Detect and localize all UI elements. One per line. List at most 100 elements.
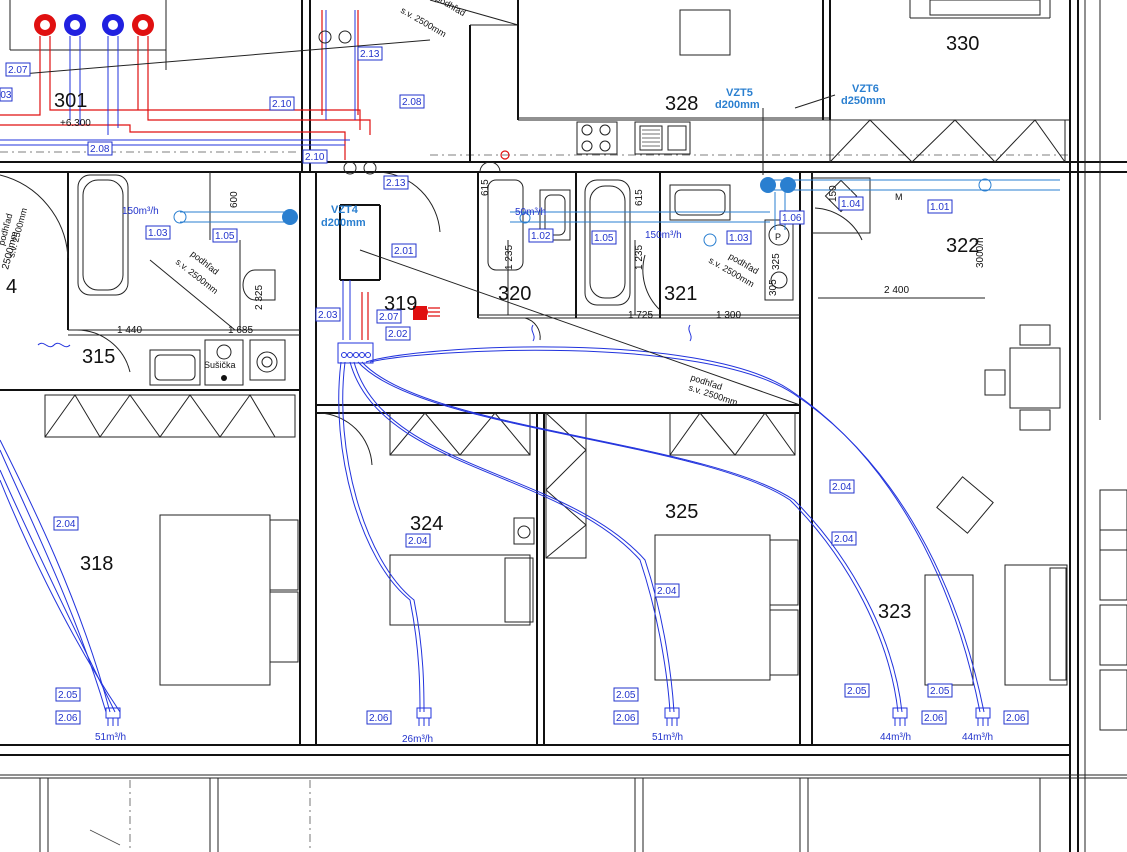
room-325: 325: [665, 501, 698, 523]
airflow-51-b: 51m³/h: [652, 732, 683, 743]
room-330: 330: [946, 33, 979, 55]
room-321: 321: [664, 283, 697, 305]
room-328: 328: [665, 93, 698, 115]
airflow-26: 26m³/h: [402, 734, 433, 745]
airflow-51-a: 51m³/h: [95, 732, 126, 743]
svg-text:1 235: 1 235: [634, 245, 645, 270]
svg-text:2.04: 2.04: [408, 536, 428, 547]
airflow-150-a: 150m³/h: [122, 206, 159, 217]
tag-2-05-d: 2.05: [927, 683, 953, 698]
svg-text:2.07: 2.07: [8, 65, 28, 76]
tag-1-05-a: 1.05: [212, 228, 238, 243]
svg-text:1.03: 1.03: [729, 233, 749, 244]
room-320: 320: [498, 283, 531, 305]
svg-text:2.13: 2.13: [386, 178, 406, 189]
diffuser-325: [664, 707, 680, 726]
svg-text:325: 325: [771, 253, 782, 270]
airflow-44-a: 44m³/h: [880, 732, 911, 743]
svg-text:1.06: 1.06: [782, 213, 802, 224]
svg-text:2.06: 2.06: [58, 713, 78, 724]
tag-1-05-b: 1.05: [591, 230, 617, 245]
svg-text:1 440: 1 440: [117, 325, 142, 336]
vzt5-label: VZT5: [726, 87, 753, 99]
svg-text:2.08: 2.08: [402, 97, 422, 108]
svg-text:1.05: 1.05: [215, 231, 235, 242]
svg-text:2.03: 2.03: [0, 90, 12, 101]
svg-text:P: P: [775, 232, 781, 242]
airflow-150-b: 150m³/h: [645, 230, 682, 241]
svg-text:2.05: 2.05: [58, 690, 78, 701]
room-324: 324: [410, 513, 443, 535]
svg-text:2.05: 2.05: [616, 690, 636, 701]
room-numbers: 301 328 330 322 4 315 319 320 321 318 32…: [6, 33, 979, 623]
airflow-50: 50m³/h: [515, 207, 546, 218]
svg-text:2.06: 2.06: [1006, 713, 1026, 724]
vzt6-diameter: d250mm: [841, 95, 886, 107]
tag-2-10-b: 2.10: [302, 149, 328, 164]
ventilation-ducts: [0, 177, 1060, 726]
svg-text:1 725: 1 725: [628, 310, 653, 321]
diffuser-323b: [975, 707, 991, 726]
svg-text:podhľad: podhľad: [434, 0, 467, 18]
svg-text:1.01: 1.01: [930, 202, 950, 213]
svg-text:2.06: 2.06: [616, 713, 636, 724]
furniture: [0, 0, 1068, 686]
svg-text:2.08: 2.08: [90, 144, 110, 155]
tag-2-07-a: 2.07: [5, 62, 31, 77]
svg-text:1.03: 1.03: [148, 228, 168, 239]
tag-2-10-a: 2.10: [269, 96, 295, 111]
svg-text:2.10: 2.10: [305, 152, 325, 163]
svg-text:2.06: 2.06: [369, 713, 389, 724]
diffuser-323a: [892, 707, 908, 726]
tag-2-08-b: 2.08: [87, 141, 113, 156]
tag-2-13-b: 2.13: [383, 175, 409, 190]
tag-2-04-a: 2.04: [53, 516, 79, 531]
leaders: [9, 39, 985, 406]
vzt4-label: VZT4: [331, 204, 359, 216]
room-4: 4: [6, 276, 17, 298]
vzt6-label: VZT6: [852, 83, 879, 95]
svg-text:150: 150: [828, 185, 839, 202]
tag-2-06-e: 2.06: [1003, 710, 1029, 725]
tag-2-04-d: 2.04: [831, 531, 857, 546]
room-318: 318: [80, 553, 113, 575]
tag-2-06-b: 2.06: [366, 710, 392, 725]
tag-1-03-a: 1.03: [145, 225, 171, 240]
svg-text:2.04: 2.04: [657, 586, 677, 597]
svg-text:1 235: 1 235: [504, 245, 515, 270]
svg-text:615: 615: [480, 179, 491, 196]
tag-2-05-b: 2.05: [613, 687, 639, 702]
airflow-44-b: 44m³/h: [962, 732, 993, 743]
svg-text:2.04: 2.04: [56, 519, 76, 530]
tag-1-01: 1.01: [927, 199, 953, 214]
svg-text:3000/h: 3000/h: [975, 237, 986, 268]
svg-text:M: M: [895, 192, 903, 202]
tag-1-02: 1.02: [528, 228, 554, 243]
diffuser-318: [105, 707, 121, 726]
svg-text:600: 600: [229, 191, 240, 208]
tag-1-04: 1.04: [838, 196, 864, 211]
tag-2-01: 2.01: [391, 243, 417, 258]
tag-2-06-c: 2.06: [613, 710, 639, 725]
tag-2-08-a: 2.08: [399, 94, 425, 109]
svg-text:1 685: 1 685: [228, 325, 253, 336]
room-323: 323: [878, 601, 911, 623]
heating-pipes: [0, 10, 440, 340]
room-322: 322: [946, 235, 979, 257]
tag-2-13-a: 2.13: [357, 46, 383, 61]
element-tags: 2.07 2.03 2.10 2.08 2.08 2.10 2.13 2.13 …: [0, 46, 1029, 725]
svg-text:2.05: 2.05: [847, 686, 867, 697]
airflow-values: 150m³/h 50m³/h 150m³/h 51m³/h 26m³/h 51m…: [95, 206, 993, 745]
svg-text:1.04: 1.04: [841, 199, 861, 210]
svg-text:1.02: 1.02: [531, 231, 551, 242]
svg-text:Sušička: Sušička: [204, 360, 236, 370]
vzt5-diameter: d200mm: [715, 99, 760, 111]
svg-text:615: 615: [634, 189, 645, 206]
tag-2-05-c: 2.05: [844, 683, 870, 698]
svg-text:+6.300: +6.300: [60, 118, 91, 129]
tag-1-06: 1.06: [779, 210, 805, 225]
svg-text:2 325: 2 325: [254, 285, 265, 310]
svg-text:2.01: 2.01: [394, 246, 414, 257]
svg-text:2.05: 2.05: [930, 686, 950, 697]
